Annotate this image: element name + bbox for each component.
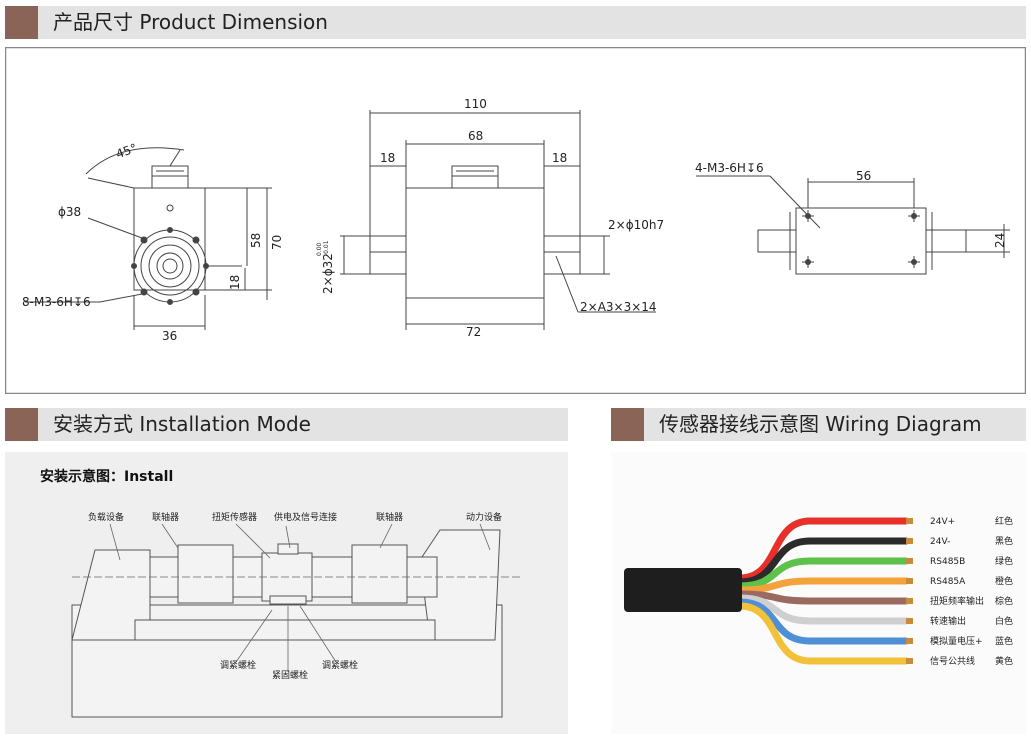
- dim-key: 2×A3×3×14: [580, 300, 657, 314]
- install-title: 安装示意图：Install: [40, 468, 173, 485]
- dim-spacing: 56: [856, 169, 871, 183]
- wiring-diagram: 24V+ 红色 24V- 黑色 RS485B 绿色 RS485A 橙色扭矩频率输出棕色转速输出…: [611, 452, 1026, 734]
- dim-shaft-fit: 2×ϕ10h7: [608, 218, 664, 232]
- dim-top-thread: 4-M3-6H↧6: [695, 161, 764, 175]
- dim-top-height: 24: [993, 233, 1007, 248]
- dim-total: 110: [464, 97, 487, 111]
- wire-5: [736, 594, 910, 625]
- section-header-dimension: 产品尺寸 Product Dimension: [5, 6, 1026, 39]
- dim-shaft-dia: 2×ϕ32: [321, 253, 335, 294]
- label-adjust-right: 调紧螺栓: [322, 659, 358, 671]
- wire-2: [736, 557, 910, 590]
- section-title: 产品尺寸 Product Dimension: [53, 10, 328, 34]
- wire-signal-label: 24V-: [930, 537, 950, 547]
- dim-body: 68: [468, 129, 483, 143]
- installation-drawing: 安装示意图：Install 负载设备 联轴器 扭矩传感器 供电及信号连接 联轴器…: [5, 452, 568, 734]
- wire-6: [736, 598, 910, 645]
- wire-signal-label: RS485A: [930, 577, 966, 587]
- header-marker: [611, 408, 644, 441]
- wire-tip-6: [906, 638, 913, 644]
- wire-color-label: 黑色: [995, 535, 1013, 547]
- wire-color-label: 橙色: [995, 575, 1013, 587]
- wire-color-label: 黄色: [995, 655, 1013, 667]
- dim-height-outer: 70: [270, 235, 284, 250]
- wire-color-label: 棕色: [995, 595, 1013, 607]
- wire-signal-label: 扭矩频率输出: [930, 595, 984, 607]
- label-power-signal: 供电及信号连接: [274, 511, 337, 523]
- wire-tip-3: [906, 578, 913, 584]
- wire-signal-label: 转速输出: [930, 615, 966, 627]
- section-title: 安装方式 Installation Mode: [53, 412, 311, 436]
- dimension-drawing: 45° ϕ38 8-M3-6H↧6 36 58 70 18 110 68 18 …: [5, 47, 1026, 394]
- wire-color-label: 绿色: [995, 555, 1013, 567]
- dim-diameter: ϕ38: [58, 205, 81, 219]
- wire-color-label: 白色: [995, 615, 1013, 627]
- wire-tip-1: [906, 538, 913, 544]
- dim-shaft-right: 18: [552, 151, 567, 165]
- label-coupling-left: 联轴器: [152, 511, 179, 523]
- section-title: 传感器接线示意图 Wiring Diagram: [659, 412, 982, 436]
- dim-width: 36: [162, 329, 177, 343]
- header-marker: [5, 6, 38, 39]
- wire-color-label: 蓝色: [995, 635, 1013, 647]
- section-header-wiring: 传感器接线示意图 Wiring Diagram: [611, 408, 1026, 441]
- dim-tol-upper: 0.00: [316, 242, 323, 256]
- dim-front-thread: 8-M3-6H↧6: [22, 295, 91, 309]
- wire-signal-label: RS485B: [930, 557, 965, 567]
- wire-tip-0: [906, 518, 913, 524]
- label-power: 动力设备: [466, 511, 502, 523]
- dim-bottom: 72: [466, 325, 481, 339]
- label-load: 负载设备: [88, 511, 124, 523]
- wire-4: [736, 590, 910, 605]
- dim-height-inner: 58: [249, 233, 263, 248]
- wire-tip-4: [906, 598, 913, 604]
- dim-height-center: 18: [228, 275, 242, 290]
- wire-7: [736, 602, 910, 665]
- wire-0: [736, 517, 910, 582]
- wire-signal-label: 模拟量电压+: [930, 635, 983, 647]
- wire-signal-label: 24V+: [930, 517, 955, 527]
- section-header-installation: 安装方式 Installation Mode: [5, 408, 568, 441]
- label-sensor: 扭矩传感器: [212, 511, 257, 523]
- dim-angle: 45°: [114, 141, 139, 161]
- wire-tip-2: [906, 558, 913, 564]
- wire-tip-7: [906, 658, 913, 664]
- label-coupling-right: 联轴器: [376, 511, 403, 523]
- header-marker: [5, 408, 38, 441]
- label-adjust-left: 调紧螺栓: [220, 659, 256, 671]
- wire-3: [736, 577, 910, 594]
- wire-color-label: 红色: [995, 515, 1013, 527]
- cable-jacket: [624, 568, 742, 612]
- label-fasten: 紧固螺栓: [272, 669, 308, 681]
- dim-shaft-left: 18: [380, 151, 395, 165]
- wire-tip-5: [906, 618, 913, 624]
- wire-signal-label: 信号公共线: [930, 655, 975, 667]
- wire-1: [736, 537, 910, 586]
- dim-tol-lower: -0.01: [323, 240, 330, 256]
